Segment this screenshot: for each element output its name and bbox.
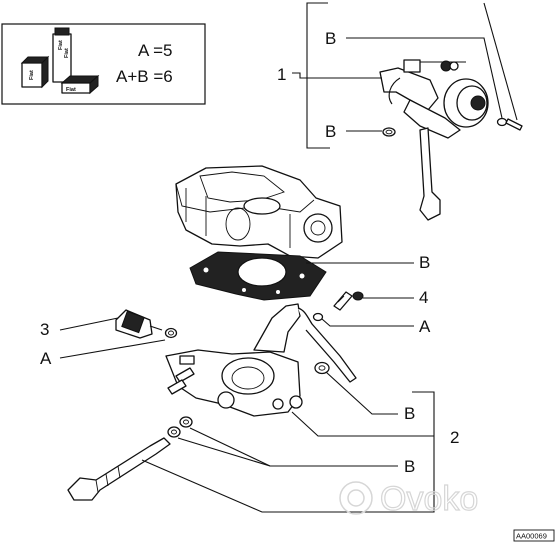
jet-and-washer [312,291,364,322]
ref-2: 2 [450,428,459,447]
leader-screw [483,2,518,121]
carburettor-gasket [189,251,327,301]
ref-1: 1 [277,65,286,84]
leader-2 [291,411,434,437]
leader-b-mid [325,371,398,415]
watermark-logo: Ovoko [339,479,479,519]
box-text-2: Fiat [66,87,76,93]
leader-b-top [346,37,503,119]
leader-3 [59,317,119,331]
callout-b-gasket: B [419,253,430,272]
callout-b-bottom: B [404,457,415,476]
tube-text-2: Fiat [64,48,70,58]
leader-b-bottom-2 [177,437,271,467]
callout-a-left: A [40,349,52,368]
leader-a-right [321,318,414,327]
leader-1 [292,72,382,79]
leader-b-bottom-1 [189,427,398,467]
watermark-text: Ovoko [380,480,478,518]
throttle-body-lower [165,303,357,417]
throttle-spindle [67,416,193,501]
leader-spindle [141,459,412,513]
idle-cutoff-solenoid [115,309,178,339]
box-text-1: Fiat [29,70,35,80]
choke-actuator-assembly [292,2,523,221]
legend-box: Fiat Fiat Fiat Fiat A =5 A+B =6 [1,23,206,105]
gasket-pack-icon: Fiat [60,74,100,95]
tube-text-1: Fiat [58,40,64,50]
carburettor-upper-body [175,165,343,259]
glue-tube-icon: Fiat Fiat [52,27,72,83]
reference-code-box: AA00069 [513,529,555,542]
group-1-bracket [306,2,330,149]
ref-3: 3 [40,320,49,339]
ref-4: 4 [419,288,428,307]
sealant-box-icon: Fiat [20,55,50,89]
leader-a-left [59,339,166,359]
legend-line-1: A =5 [138,41,173,60]
callout-b-bracket: B [325,122,336,141]
callout-b-top: B [325,29,336,48]
group-2-bracket [412,391,435,513]
callout-b-mid: B [404,404,415,423]
legend-line-2: A+B =6 [116,67,173,86]
callout-a-right: A [419,317,431,336]
reference-code: AA00069 [516,532,547,541]
